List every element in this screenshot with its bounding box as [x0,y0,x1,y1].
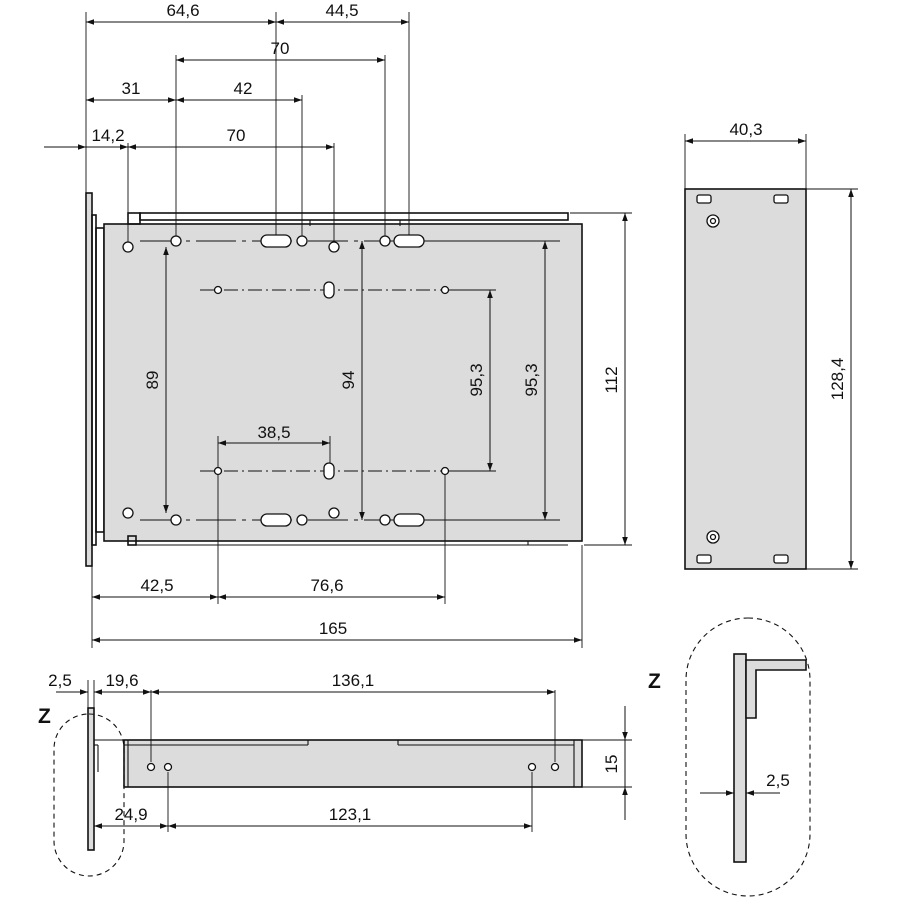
side-view: 40,3 128,4 [684,120,858,570]
detail-z-flange [733,653,747,863]
dim-165-label: 165 [319,619,347,638]
slot [260,513,292,527]
hole [296,514,308,526]
top-rail [139,212,569,221]
hole [170,514,182,526]
detail-z-oval-left [53,713,125,877]
detail-z-oval-right [685,617,811,897]
hole [379,514,391,526]
hole [379,235,391,247]
dim-40-3-label: 40,3 [729,120,762,139]
dim-70-upper-label: 70 [271,39,290,58]
front-view-dimensions: 64,6 44,5 70 31 42 14,2 70 89 94 95,3 [44,1,632,648]
dim-94-label: 94 [339,371,358,390]
slot [393,234,425,248]
dim-15-label: 15 [602,755,621,774]
main-plate [103,223,583,542]
dim-38-5-label: 38,5 [257,423,290,442]
dim-70-lower-label: 70 [227,126,246,145]
detail-z-view: Z 2,5 [648,617,811,897]
dim-95-3-outer-label: 95,3 [522,363,541,396]
bottom-view: Z 2,5 19,6 136,1 24,9 123,1 15 [38,671,632,877]
hole [122,241,134,253]
dim-128-4-label: 128,4 [828,358,847,401]
hole [296,235,308,247]
dim-31-label: 31 [122,79,141,98]
bottom-view-flange [87,707,95,851]
dim-112-label: 112 [602,366,621,393]
dim-64-6-label: 64,6 [166,1,199,20]
dim-95-3-inner-label: 95,3 [467,363,486,396]
side-panel [684,188,807,570]
dim-136-1-label: 136,1 [332,671,375,690]
hole [328,507,340,519]
dim-42-5-label: 42,5 [140,576,173,595]
detail-z-bend [745,659,807,719]
flange-inner-strip [95,227,105,533]
bottom-view-body [123,739,583,788]
hole [328,241,340,253]
front-flange [85,192,93,567]
hole [122,507,134,519]
detail-z-right-label: Z [648,670,661,693]
dim-42-label: 42 [234,79,253,98]
dim-89-label: 89 [143,371,162,390]
hole [170,235,182,247]
front-view [85,192,583,567]
dim-19-6-label: 19,6 [105,671,138,690]
slot [260,234,292,248]
slot [393,513,425,527]
dim-14-2-label: 14,2 [91,126,124,145]
dim-76-6-label: 76,6 [310,576,343,595]
dim-123-1-label: 123,1 [329,805,372,824]
dim-detail-2-5-label: 2,5 [766,771,790,790]
dim-24-9-label: 24,9 [114,805,147,824]
detail-z-left-label: Z [38,705,51,728]
dim-44-5-label: 44,5 [325,1,358,20]
dim-lower-2-5-label: 2,5 [48,671,72,690]
